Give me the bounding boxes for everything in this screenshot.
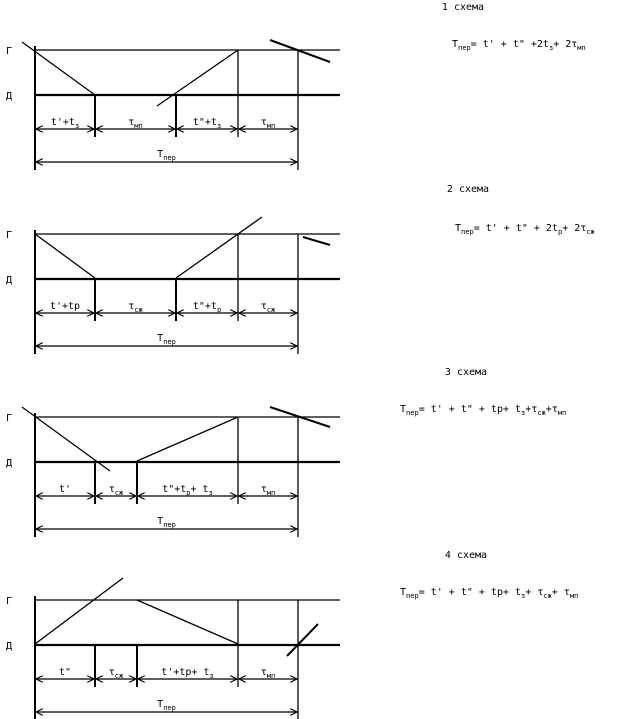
axis-label-d: Д [6,641,12,652]
axis-label-d: Д [6,275,12,286]
scheme-formula: Tпер= t' + t" + tp+ tз+ τсж+ τмп [400,587,578,600]
segment-label: τмп [261,117,275,130]
transition-line [269,39,331,63]
transition-line [21,41,96,96]
segment-label: τсж [109,667,124,680]
axis-label-g: Г [6,413,12,424]
total-label: Tпер [157,699,176,712]
transition-line [269,406,331,428]
segment-label: t"+tр [193,301,221,314]
segment-label: τмп [128,117,142,130]
scheme-title: 1 схема [442,2,484,13]
segment-label: t" [59,667,71,678]
segment-label: t' [59,484,71,495]
scheme-formula: Tпер= t' + t" +2tз+ 2τмп [452,39,586,52]
segment-label: τмп [261,484,275,497]
transition-line [286,623,319,657]
segment-label: τсж [261,301,276,314]
scheme-title: 3 схема [445,367,487,378]
transition-line [34,233,96,279]
segment-label: t"+tз [193,117,221,130]
segment-label: t'+tp [50,301,80,312]
transition-line [175,216,263,279]
scheme-title: 4 схема [445,550,487,561]
scheme-formula: Tпер= t' + t" + 2tр+ 2τсж [455,223,596,236]
transition-line [136,416,239,462]
axis-label-g: Г [6,596,12,607]
scheme-formula: Tпер= t' + t" + tp+ tз+τсж+τмп [400,404,566,417]
segment-label: τмп [261,667,275,680]
transition-line [136,599,239,645]
segment-label: τсж [128,301,143,314]
transition-line [156,49,239,107]
total-label: Tпер [157,149,176,162]
axis-label-d: Д [6,458,12,469]
transition-line [302,236,331,246]
transition-line [21,406,111,472]
axis-label-g: Г [6,230,12,241]
total-label: Tпер [157,333,176,346]
segment-label: t"+tp+ tз [162,484,213,497]
scheme-title: 2 схема [447,184,489,195]
segment-label: τсж [109,484,124,497]
axis-label-g: Г [6,46,12,57]
segment-label: t'+tз [51,117,79,130]
axis-label-d: Д [6,91,12,102]
segment-label: t'+tp+ tз [161,667,213,680]
total-label: Tпер [157,516,176,529]
transition-line [34,577,124,645]
